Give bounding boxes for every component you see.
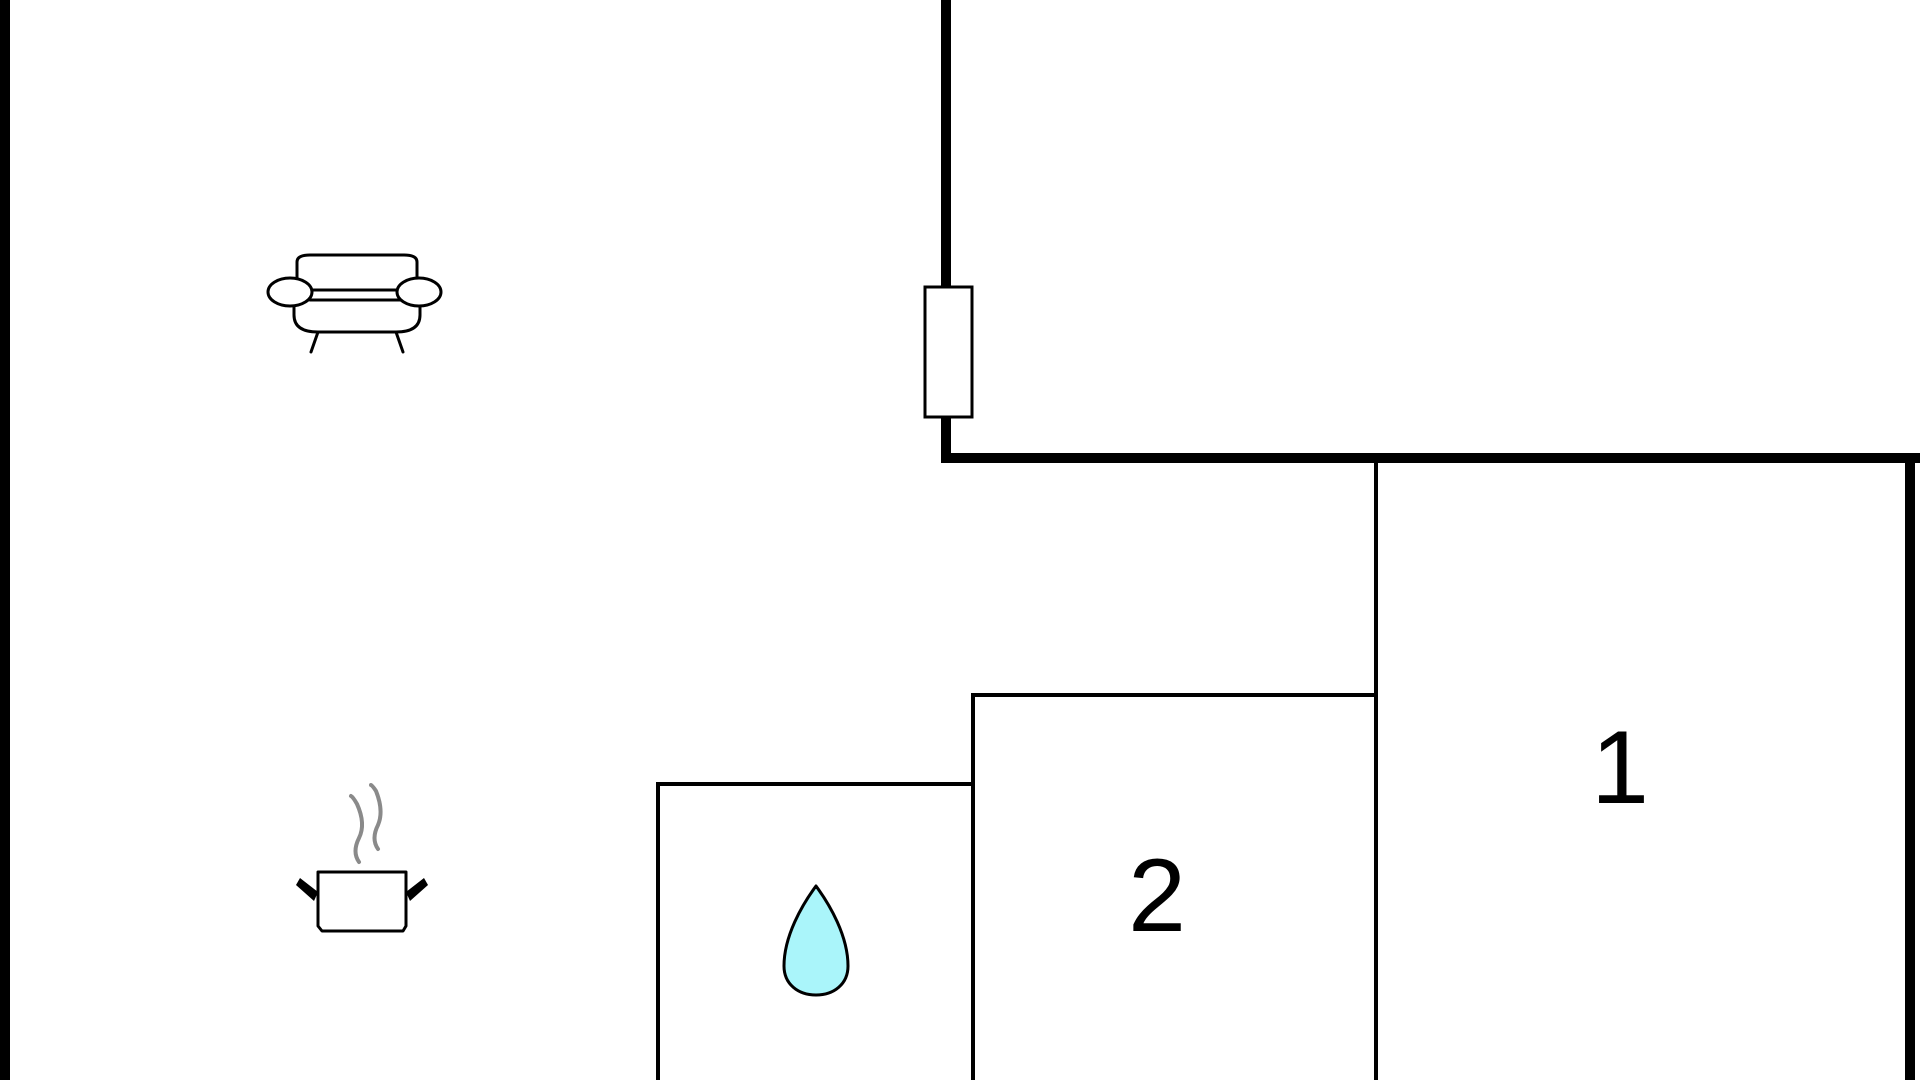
water-drop-icon xyxy=(782,884,850,997)
sofa-icon xyxy=(266,253,443,354)
door xyxy=(923,285,974,419)
bathroom-wall xyxy=(656,782,973,1080)
cooking-pot-icon xyxy=(296,783,428,933)
room-1-label: 1 xyxy=(1591,710,1649,826)
room-2-wall xyxy=(971,693,1376,1080)
room-2-label: 2 xyxy=(1128,838,1186,954)
